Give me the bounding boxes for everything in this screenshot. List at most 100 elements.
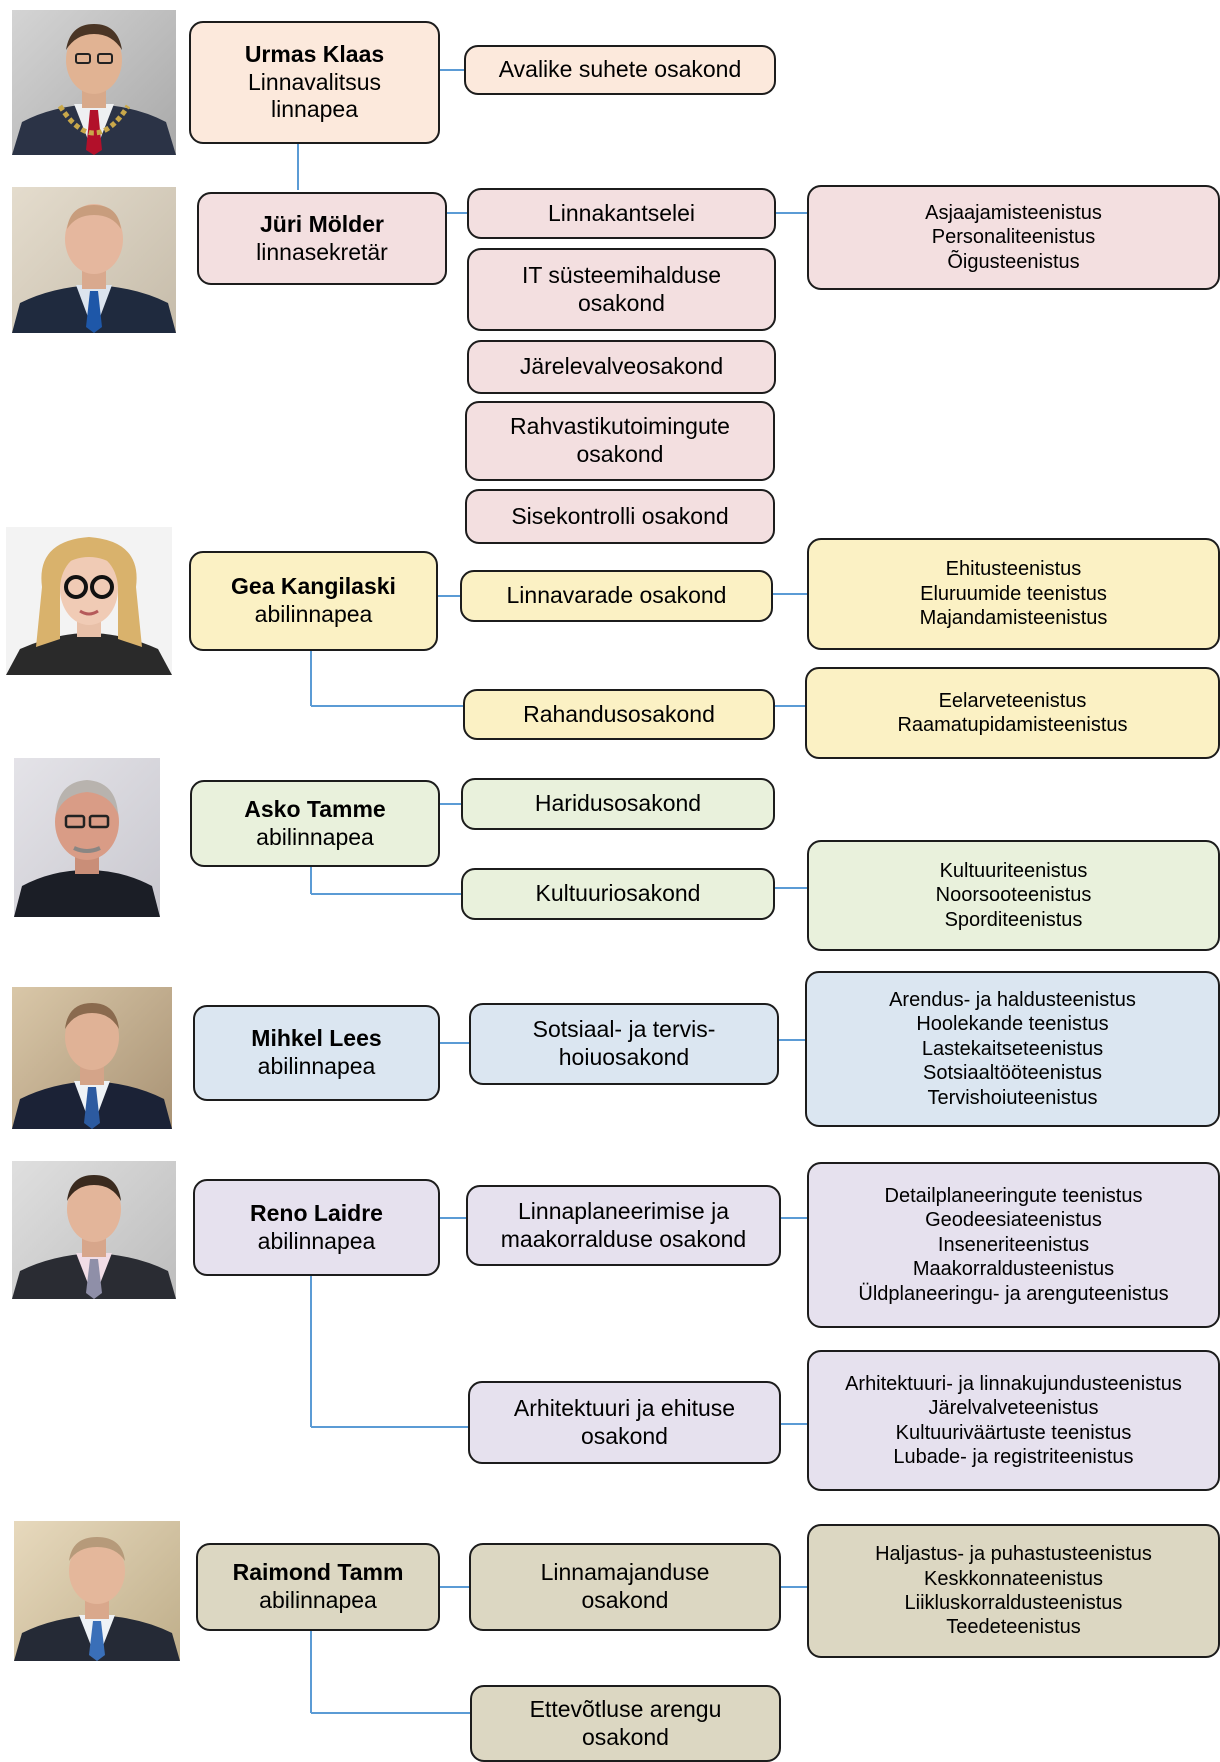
service-name: Asjaajamisteenistus [925,202,1102,224]
service-name: Inseneriteenistus [937,1233,1090,1256]
service-name: Raamatupidamisteenistus [897,714,1128,736]
service-name: Noorsooteenistus [935,884,1092,907]
department-name: Sisekontrolli osakond [511,502,729,529]
service-name: Geodeesiateenistus [925,1209,1102,1232]
department-name: Kultuuriosakond [535,880,701,907]
service-name: Haljastus- ja puhastusteenistus [875,1543,1152,1566]
service-box: Detailplaneeringute teenistus Geodeesiat… [807,1162,1220,1328]
service-name: Kultuuriteenistus [939,859,1088,882]
department-name: osakond [576,441,664,467]
person-box-deputy-mayor-3: Mihkel Lees abilinnapea [193,1005,440,1101]
department-name: Haridusosakond [534,790,702,817]
department-box: Linnaplaneerimise ja maakorralduse osako… [466,1185,781,1266]
department-name: osakond [581,1422,668,1449]
service-name: Hoolekande teenistus [916,1013,1109,1036]
service-name: Kultuuriväärtuste teenistus [895,1421,1132,1444]
service-box: Kultuuriteenistus Noorsooteenistus Spord… [807,840,1220,951]
photo-raimond-tamm [14,1521,180,1661]
service-name: Järelvalveteenistus [928,1397,1099,1420]
department-box: Haridusosakond [461,778,775,830]
service-box: Arendus- ja haldusteenistus Hoolekande t… [805,971,1220,1127]
person-name: Jüri Mölder [260,210,384,237]
person-name: Mihkel Lees [251,1025,382,1052]
department-name: osakond [581,1587,669,1613]
photo-reno-laidre [12,1161,176,1299]
service-name: Lastekaitseteenistus [921,1037,1104,1060]
department-box: Sisekontrolli osakond [465,489,775,544]
department-name: Järelevalveosakond [519,353,724,380]
service-name: Arendus- ja haldusteenistus [889,989,1136,1012]
person-role: Linnavalitsus [248,68,381,95]
department-box: Linnavarade osakond [460,570,773,622]
service-name: Liikluskorraldusteenistus [904,1592,1123,1614]
service-name: Eelarveteenistus [938,689,1087,712]
department-name: Sotsiaal- ja tervis- [532,1016,716,1043]
department-box: Kultuuriosakond [461,868,775,920]
department-box: Linnakantselei [467,188,776,239]
service-name: Keskkonnateenistus [923,1567,1103,1590]
department-name: IT süsteemihalduse [521,261,721,288]
service-box: Haljastus- ja puhastusteenistus Keskkonn… [807,1524,1220,1658]
person-role: abilinnapea [257,1053,376,1079]
person-box-city-secretary: Jüri Mölder linnasekretär [197,192,447,285]
person-box-deputy-mayor-5: Raimond Tamm abilinnapea [196,1543,440,1631]
department-name: Linnakantselei [547,199,696,226]
person-box-deputy-mayor-1: Gea Kangilaski abilinnapea [189,551,438,651]
service-box: Eelarveteenistus Raamatupidamisteenistus [805,667,1220,759]
person-role: abilinnapea [257,1227,376,1254]
photo-urmas-klaas [12,10,176,155]
department-box: Ettevõtluse arengu osakond [470,1685,781,1762]
department-name: Rahvastikutoimingute [510,413,730,440]
department-name: hoiuosakond [558,1044,690,1070]
photo-mihkel-lees [12,987,172,1129]
department-name: Linnavarade osakond [506,582,727,609]
service-name: Lubade- ja registriteenistus [893,1445,1134,1468]
department-box: Rahvastikutoimingute osakond [465,401,775,481]
department-name: Linnamajanduse [540,1559,710,1586]
service-name: Personaliteenistus [931,226,1096,249]
department-box: Järelevalveosakond [467,340,776,394]
department-name: Ettevõtluse arengu [529,1695,722,1722]
service-name: Ehitusteenistus [945,558,1082,581]
service-name: Õigusteenistus [947,250,1080,273]
department-box: IT süsteemihalduse osakond [467,248,776,331]
service-name: Maakorraldusteenistus [912,1258,1115,1281]
department-box: Arhitektuuri ja ehituse osakond [468,1381,781,1464]
department-box: Avalike suhete osakond [464,45,776,95]
department-name: Arhitektuuri ja ehituse [513,1394,736,1421]
person-box-mayor: Urmas Klaas Linnavalitsus linnapea [189,21,440,144]
service-box: Arhitektuuri- ja linnakujundusteenistus … [807,1350,1220,1491]
person-role: abilinnapea [256,823,374,850]
person-role: linnasekretär [256,238,388,265]
department-name: Rahandusosakond [523,700,715,727]
photo-juri-molder [12,187,176,333]
person-name: Reno Laidre [250,1199,383,1226]
service-name: Tervishoiuteenistus [927,1086,1098,1109]
person-name: Asko Tamme [244,795,386,822]
person-role: linnapea [271,96,358,123]
department-box: Sotsiaal- ja tervis- hoiuosakond [469,1003,779,1085]
person-role: abilinnapea [259,1587,377,1613]
person-name: Urmas Klaas [244,41,385,68]
department-name: Avalike suhete osakond [498,56,742,83]
service-name: Majandamisteenistus [919,607,1108,630]
department-name: Linnaplaneerimise ja [518,1197,729,1224]
person-box-deputy-mayor-2: Asko Tamme abilinnapea [190,780,440,867]
department-box: Rahandusosakond [463,689,775,740]
department-name: osakond [582,1723,669,1750]
service-name: Detailplaneeringute teenistus [884,1185,1143,1208]
person-name: Raimond Tamm [232,1559,404,1586]
service-name: Sporditeenistus [944,908,1083,931]
person-box-deputy-mayor-4: Reno Laidre abilinnapea [193,1179,440,1276]
person-name: Gea Kangilaski [231,573,396,600]
service-name: Sotsiaaltööteenistus [922,1062,1102,1085]
service-box: Asjaajamisteenistus Personaliteenistus Õ… [807,185,1220,290]
service-name: Eluruumide teenistus [920,582,1107,605]
service-name: Teedeteenistus [946,1616,1081,1639]
service-name: Arhitektuuri- ja linnakujundusteenistus [845,1372,1182,1395]
department-name: osakond [578,289,665,316]
service-name: Üldplaneeringu- ja arenguteenistus [858,1282,1169,1305]
department-box: Linnamajanduse osakond [469,1543,781,1631]
department-name: maakorralduse osakond [500,1225,747,1252]
photo-asko-tamme [14,758,160,917]
